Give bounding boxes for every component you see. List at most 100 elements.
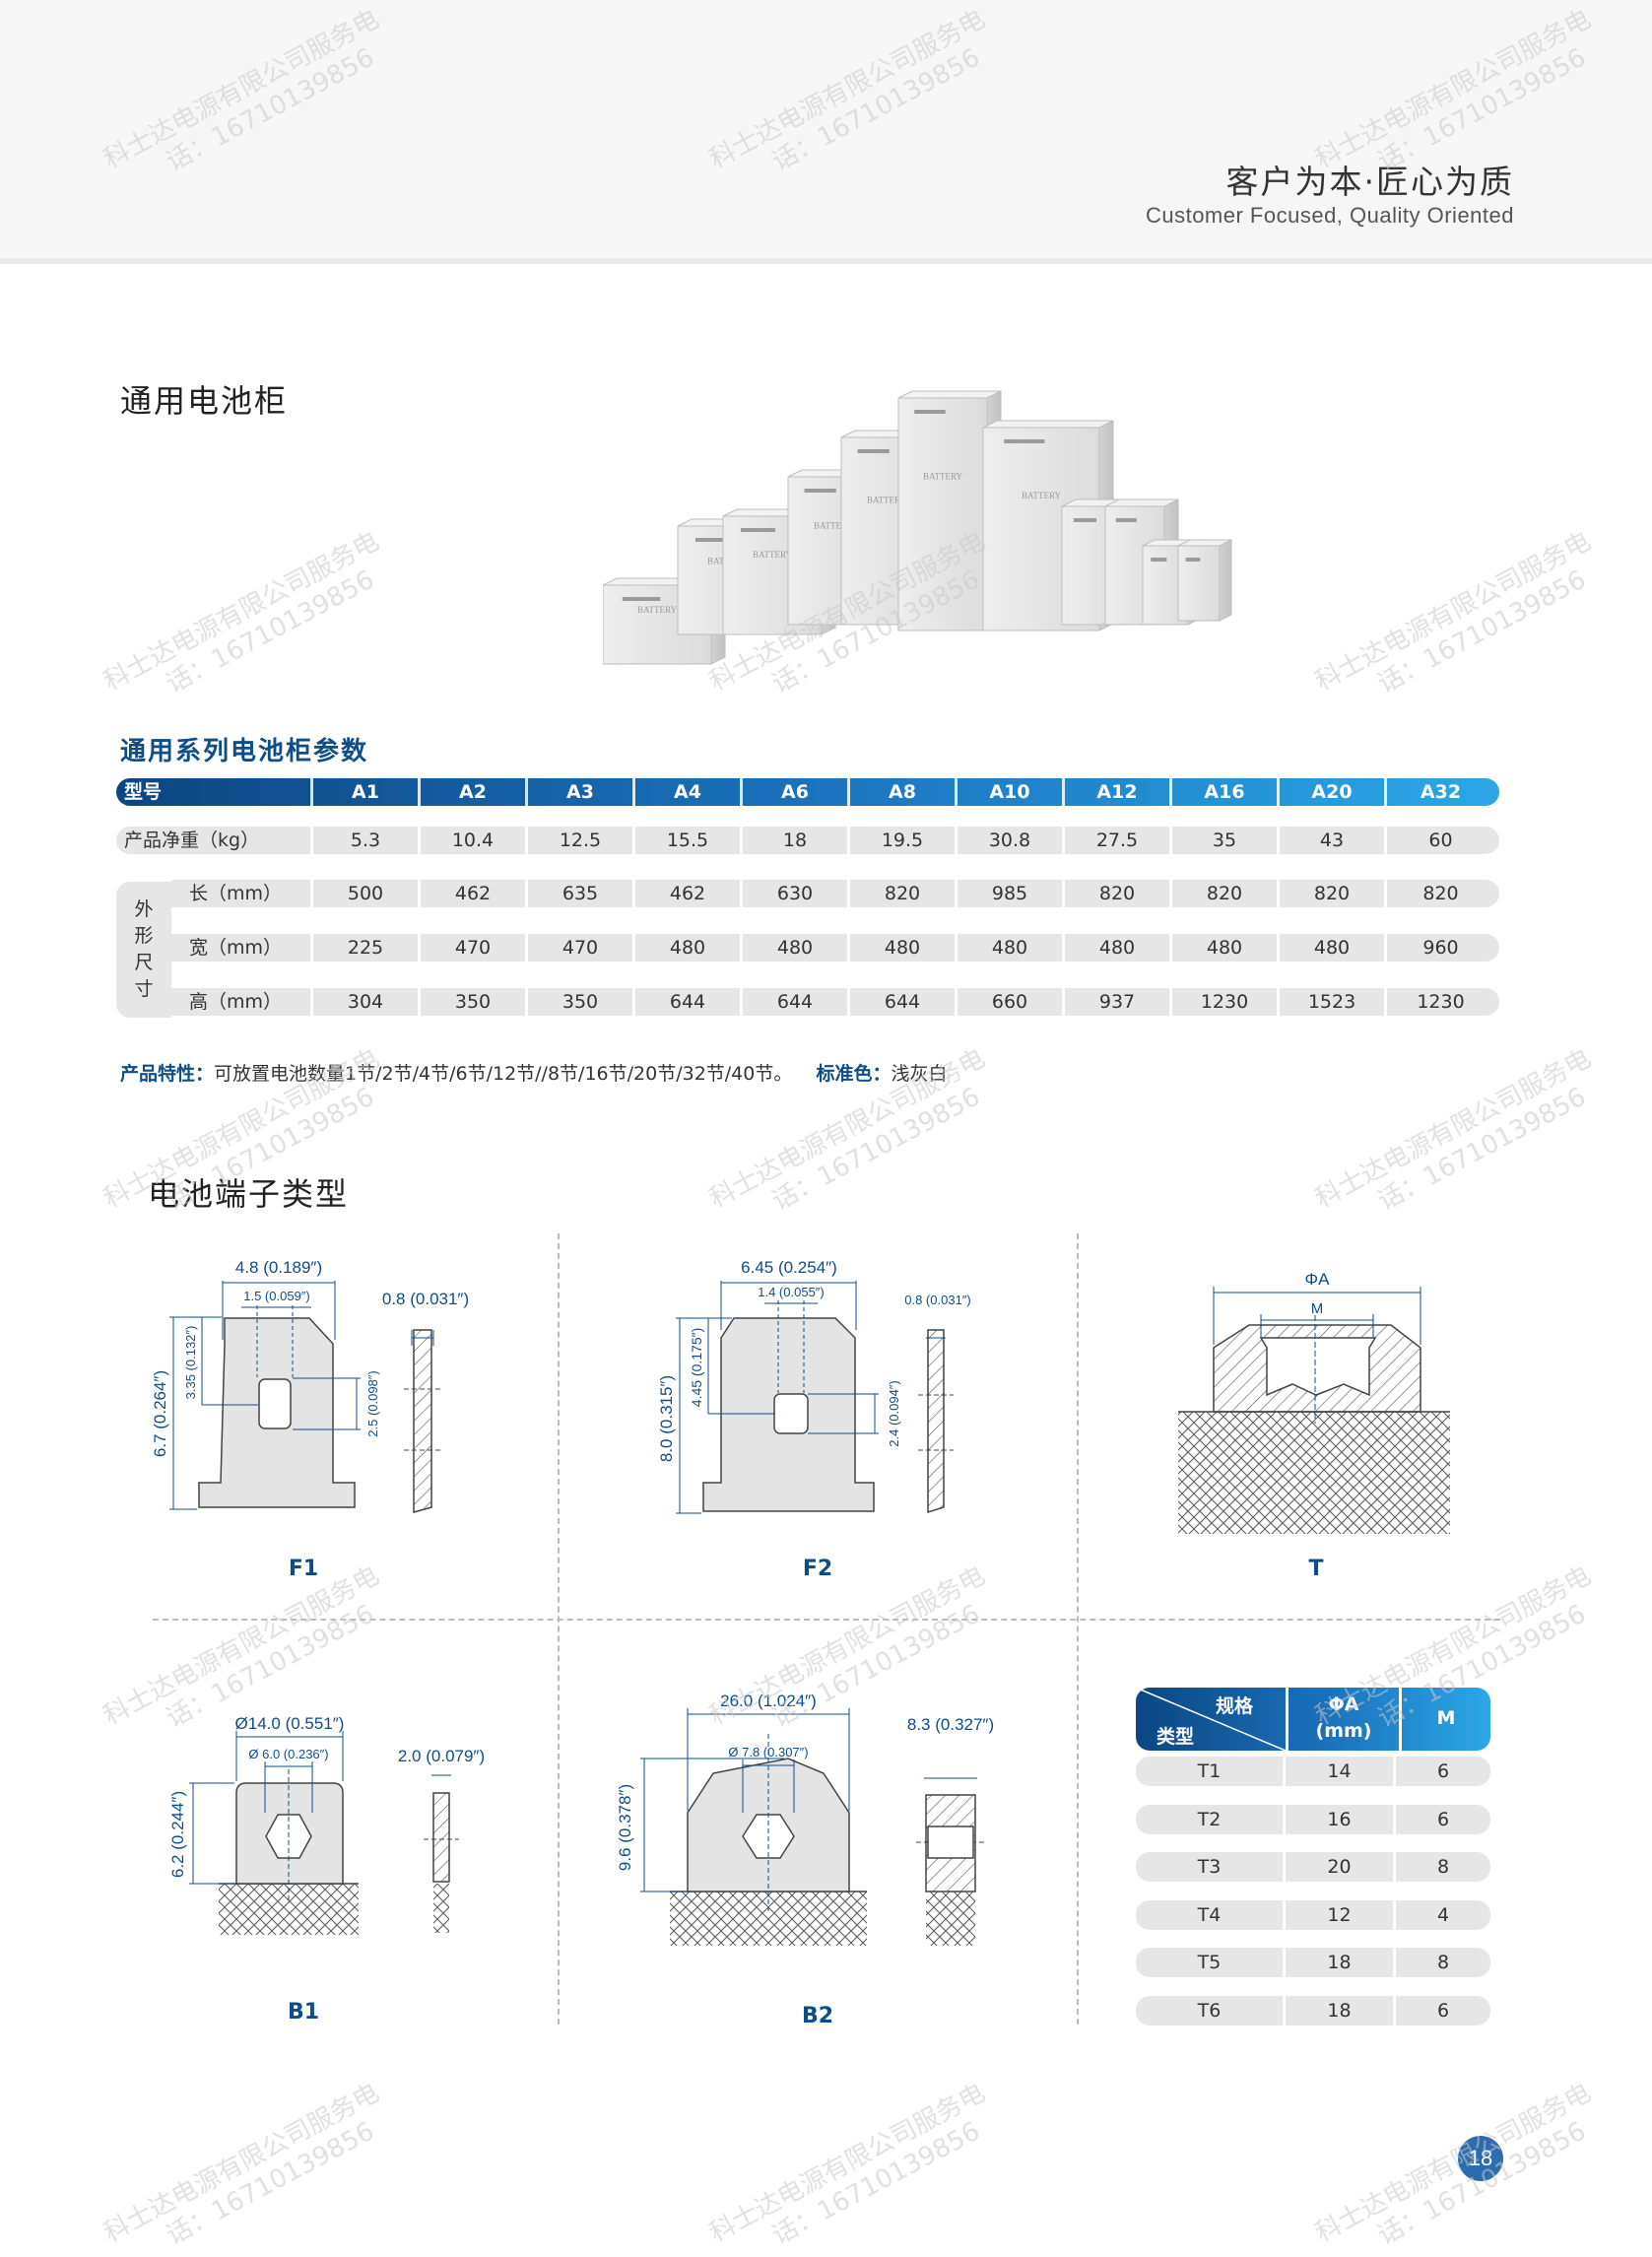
f2-hole-height-label: 2.4 (0.094″) xyxy=(887,1380,901,1446)
label-b2: B2 xyxy=(801,2004,834,2028)
b1-diameter-label: Ø14.0 (0.551″) xyxy=(235,1714,345,1733)
label-b1: B1 xyxy=(287,2000,320,2025)
watermark-line2: 话：16710139856 xyxy=(1373,2116,1591,2251)
spec-cell: A4 xyxy=(635,778,743,806)
spec-cell: 18 xyxy=(743,827,850,854)
spec-cell: 15.5 xyxy=(635,827,743,854)
t-table-cell-a: 18 xyxy=(1286,1995,1396,2025)
cabinet-label: BATTERY xyxy=(867,496,907,505)
watermark: 科士达电源有限公司服务电话：16710139856 xyxy=(99,2078,400,2257)
spec-cell: A2 xyxy=(421,778,528,806)
t-table-cell-m: 6 xyxy=(1436,1808,1450,1830)
color-label: 标准色： xyxy=(816,1063,892,1085)
spec-cell: A32 xyxy=(1420,781,1462,803)
spec-cell: 350 xyxy=(528,988,635,1016)
watermark: 科士达电源有限公司服务电话：16710139856 xyxy=(99,526,400,726)
spec-cell: 480 xyxy=(635,934,743,962)
f2-width-label: 6.45 (0.254″) xyxy=(741,1258,837,1277)
cabinet-label: BATTERY xyxy=(923,472,963,482)
t-table-cell-type: T3 xyxy=(1136,1852,1286,1882)
t-table-cell-m: 8 xyxy=(1436,1952,1450,1973)
cabinet-label: BATTERY xyxy=(637,605,678,615)
terminal-f2-diagram: 6.45 (0.254″) 1.4 (0.055″) 0.8 (0.031″) … xyxy=(657,1258,971,1514)
dim-group-label: 外形尺寸 xyxy=(130,896,158,1003)
t-table-head-m: M xyxy=(1436,1707,1456,1729)
t-table-cell-m: 8 xyxy=(1436,1856,1450,1878)
spec-cell: 27.5 xyxy=(1065,827,1172,854)
label-f1: F1 xyxy=(288,1557,319,1581)
t-table-cell-m: 6 xyxy=(1436,1760,1450,1782)
spec-cell: 19.5 xyxy=(850,827,958,854)
spec-cell: 462 xyxy=(635,880,743,907)
watermark-line1: 科士达电源有限公司服务电 xyxy=(1310,2078,1597,2249)
header-divider xyxy=(0,258,1652,264)
spec-row-label: 宽（mm） xyxy=(171,934,313,962)
spec-cell: 660 xyxy=(958,988,1065,1016)
t-table-cell-type: T6 xyxy=(1136,1995,1286,2025)
spec-row-label: 产品净重（kg） xyxy=(116,827,313,854)
spec-cell: A3 xyxy=(528,778,635,806)
terminal-t-diagram: ΦA M xyxy=(1178,1270,1450,1534)
spec-cell: 10.4 xyxy=(421,827,528,854)
divider-horizontal xyxy=(153,1619,1500,1621)
feature-label: 产品特性： xyxy=(120,1063,215,1085)
spec-cell: 480 xyxy=(1172,934,1280,962)
t-table-cell-m: 6 xyxy=(1436,1999,1450,2022)
watermark-line2: 话：16710139856 xyxy=(767,1082,985,1217)
terminal-diagrams: 4.8 (0.189″) 1.5 (0.059″) 0.8 (0.031″) 6… xyxy=(151,1258,1450,1946)
spec-cell: A6 xyxy=(743,778,850,806)
t-table-cell-a: 20 xyxy=(1286,1852,1396,1882)
divider-vertical-1 xyxy=(558,1233,560,2025)
spec-cell: 1523 xyxy=(1280,988,1387,1016)
spec-cell: 470 xyxy=(528,934,635,962)
terminal-f1-diagram: 4.8 (0.189″) 1.5 (0.059″) 0.8 (0.031″) 6… xyxy=(151,1258,469,1513)
spec-cell: A12 xyxy=(1065,778,1172,806)
t-table-cell-a: 14 xyxy=(1286,1757,1396,1786)
spec-cell: 820 xyxy=(1065,880,1172,907)
header-band xyxy=(0,0,1652,258)
b1-thickness-label: 2.0 (0.079″) xyxy=(398,1747,485,1765)
f1-hole-y-label: 3.35 (0.132″) xyxy=(183,1326,198,1400)
b2-height-label: 9.6 (0.378″) xyxy=(616,1784,634,1871)
spec-cell: 635 xyxy=(528,880,635,907)
spec-table-title: 通用系列电池柜参数 xyxy=(120,737,369,766)
t-dim-a-label: ΦA xyxy=(1305,1270,1331,1289)
f1-height-label: 6.7 (0.264″) xyxy=(151,1370,169,1457)
cabinet-label: BATTERY xyxy=(753,550,793,560)
spec-cell: 480 xyxy=(1065,934,1172,962)
watermark: 科士达电源有限公司服务电话：16710139856 xyxy=(1310,1043,1612,1243)
watermark-line1: 科士达电源有限公司服务电 xyxy=(99,526,385,697)
cabinet-label: BATTERY xyxy=(1022,491,1062,500)
t-table-cell-a: 12 xyxy=(1286,1899,1396,1930)
spec-cell: 1230 xyxy=(1172,988,1280,1016)
dim-group-char: 外 xyxy=(134,898,154,920)
spec-cell: 820 xyxy=(1172,880,1280,907)
spec-cell: A10 xyxy=(958,778,1065,806)
spec-cell: 470 xyxy=(421,934,528,962)
b1-hole-label: Ø 6.0 (0.236″) xyxy=(248,1747,328,1761)
t-table-head-type: 类型 xyxy=(1156,1726,1194,1748)
watermark-line2: 话：16710139856 xyxy=(162,1082,379,1217)
watermark-line1: 科士达电源有限公司服务电 xyxy=(99,2078,385,2249)
spec-cell: 60 xyxy=(1428,830,1453,851)
spec-cell: 1230 xyxy=(1417,991,1465,1013)
page-number: 18 xyxy=(1458,2136,1503,2181)
t-table-cell-m: 4 xyxy=(1436,1903,1450,1926)
cabinet-label: BATTERY xyxy=(814,521,854,531)
spec-cell: 630 xyxy=(743,880,850,907)
t-table-head-spec: 规格 xyxy=(1215,1695,1253,1717)
spec-cell: 480 xyxy=(958,934,1065,962)
spec-cell: 500 xyxy=(313,880,421,907)
spec-cell: 12.5 xyxy=(528,827,635,854)
watermark-line2: 话：16710139856 xyxy=(767,2116,985,2251)
section-title-cabinet: 通用电池柜 xyxy=(120,382,289,420)
spec-row-label: 长（mm） xyxy=(171,880,313,907)
dim-group-char: 寸 xyxy=(134,978,154,1000)
